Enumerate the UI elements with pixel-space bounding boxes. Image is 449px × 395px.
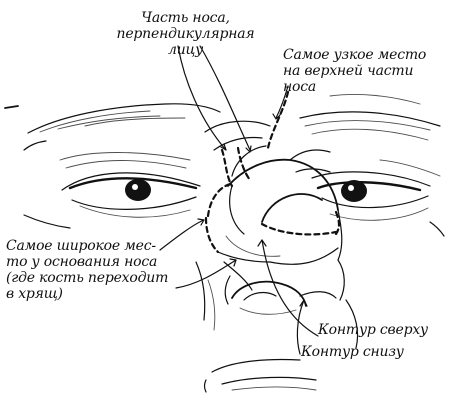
label-narrowest-upper: Самое узкое место на верхней части носа bbox=[283, 47, 449, 95]
label-perpendicular-part: Часть носа, перпендикулярная лицу bbox=[98, 10, 273, 58]
label-widest-base: Самое широкое мес- то у основания носа (… bbox=[6, 238, 206, 302]
nose-bottom bbox=[225, 260, 344, 314]
right-pupil bbox=[341, 180, 367, 202]
right-pupil-highlight bbox=[348, 185, 354, 191]
left-pupil-highlight bbox=[132, 184, 138, 190]
right-eye bbox=[312, 160, 444, 236]
left-edge-tick bbox=[5, 106, 18, 108]
arrow-4 bbox=[262, 240, 318, 336]
nose-bridge bbox=[205, 92, 330, 186]
left-eye bbox=[24, 153, 200, 229]
arrow-1b bbox=[200, 46, 250, 150]
mouth bbox=[205, 360, 317, 393]
left-eyebrow bbox=[24, 104, 220, 150]
label-top-contour: Контур сверху bbox=[318, 322, 448, 338]
right-eyebrow bbox=[300, 94, 440, 140]
left-pupil bbox=[125, 179, 151, 201]
arrow-1 bbox=[178, 46, 226, 150]
label-bottom-contour: Контур снизу bbox=[301, 344, 431, 360]
nose-form bbox=[206, 160, 342, 290]
